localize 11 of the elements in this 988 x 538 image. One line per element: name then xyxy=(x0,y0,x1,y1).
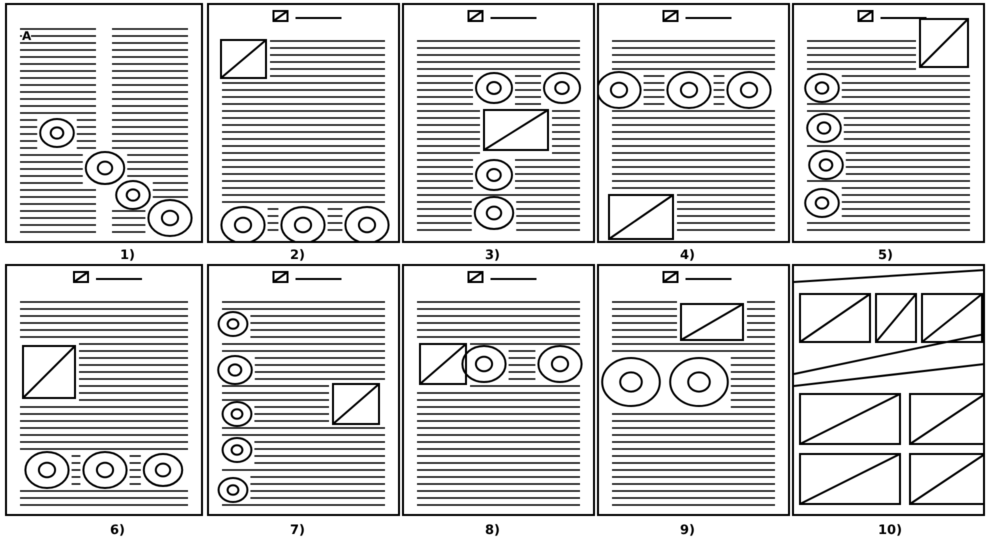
panel-number: 3) xyxy=(485,248,500,263)
letter-mark: A xyxy=(22,30,32,42)
panel-number: 4) xyxy=(680,248,695,263)
panel-number: 2) xyxy=(290,248,305,263)
panel-number: 6) xyxy=(110,523,125,538)
panel-number: 7) xyxy=(290,523,305,538)
panel-number: 10) xyxy=(878,523,902,538)
panel-number: 9) xyxy=(680,523,695,538)
panel-number: 5) xyxy=(878,248,893,263)
panel-number: 1) xyxy=(120,248,135,263)
panel-number: 8) xyxy=(485,523,500,538)
